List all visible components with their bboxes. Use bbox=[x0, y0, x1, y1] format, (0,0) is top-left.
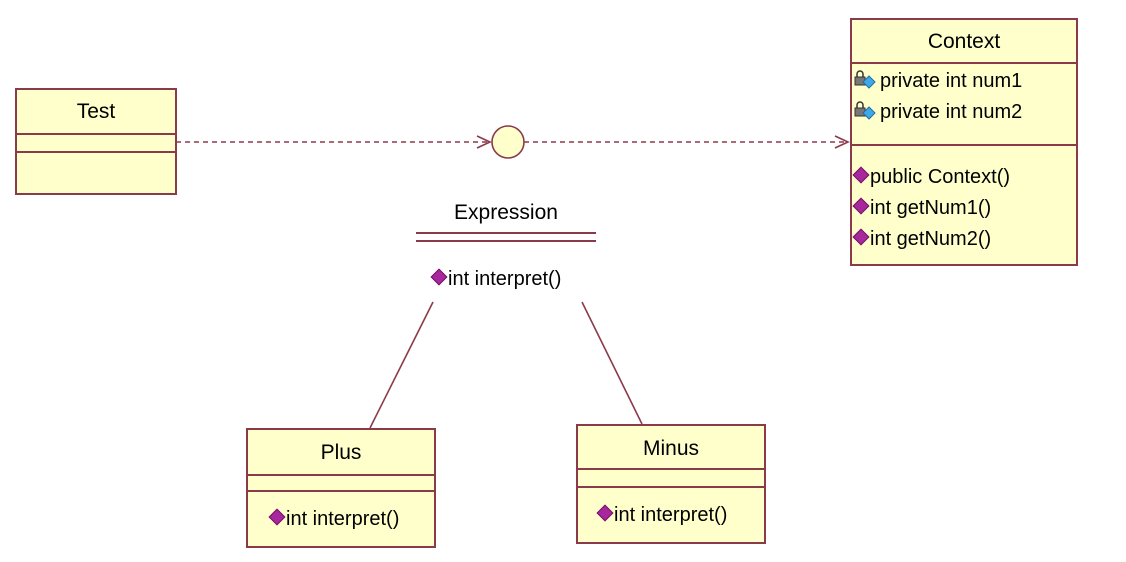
public-operation-icon bbox=[430, 268, 448, 286]
operation-text: int interpret() bbox=[614, 504, 728, 526]
public-operation-icon bbox=[852, 228, 870, 246]
realization-plus[interactable] bbox=[369, 301, 434, 429]
operation-item[interactable]: int getNum1() bbox=[852, 193, 1076, 224]
attribute-text: private int num2 bbox=[880, 101, 1023, 123]
operation-item[interactable]: int interpret() bbox=[578, 500, 764, 531]
operation-text: int getNum1() bbox=[870, 197, 992, 219]
public-operation-icon bbox=[852, 166, 870, 184]
attributes-compartment bbox=[248, 474, 434, 490]
attributes-compartment bbox=[578, 468, 764, 486]
private-attribute-icon bbox=[854, 70, 876, 89]
operation-item[interactable]: int getNum2() bbox=[852, 224, 1076, 255]
attributes-compartment bbox=[17, 133, 175, 151]
operation-text: int interpret() bbox=[286, 508, 400, 530]
operations-compartment: int interpret() bbox=[416, 242, 596, 295]
operations-compartment bbox=[17, 151, 175, 193]
class-name: Context bbox=[927, 30, 1001, 53]
class-minus[interactable]: Minus int interpret() bbox=[576, 424, 766, 544]
public-operation-icon bbox=[268, 508, 286, 526]
operation-item[interactable]: int interpret() bbox=[430, 264, 596, 295]
realization-minus[interactable] bbox=[581, 301, 643, 425]
attribute-text: private int num1 bbox=[880, 70, 1023, 92]
public-operation-icon bbox=[852, 197, 870, 215]
attribute-item[interactable]: private int num2 bbox=[852, 97, 1076, 128]
class-name: Plus bbox=[320, 441, 362, 464]
operations-compartment: int interpret() bbox=[578, 486, 764, 542]
interface-name: Expression bbox=[454, 201, 558, 224]
class-name: Minus bbox=[642, 437, 700, 460]
class-context[interactable]: Context private int num1 private int num… bbox=[850, 18, 1078, 266]
class-plus[interactable]: Plus int interpret() bbox=[246, 428, 436, 548]
operation-item[interactable]: public Context() bbox=[852, 162, 1076, 193]
operation-item[interactable]: int interpret() bbox=[248, 504, 434, 535]
interface-divider bbox=[416, 232, 596, 242]
operations-compartment: int interpret() bbox=[248, 490, 434, 546]
class-name: Test bbox=[76, 100, 116, 123]
operation-text: public Context() bbox=[870, 166, 1011, 188]
private-attribute-icon bbox=[854, 101, 876, 120]
operations-compartment: public Context() int getNum1() int getNu… bbox=[852, 144, 1076, 264]
class-test[interactable]: Test bbox=[15, 88, 177, 195]
operation-text: int interpret() bbox=[448, 268, 562, 290]
attribute-item[interactable]: private int num1 bbox=[852, 66, 1076, 97]
attributes-compartment: private int num1 private int num2 bbox=[852, 62, 1076, 144]
expression-lollipop[interactable] bbox=[491, 125, 525, 159]
interface-expression[interactable]: Expression int interpret() bbox=[416, 198, 596, 295]
public-operation-icon bbox=[596, 504, 614, 522]
operation-text: int getNum2() bbox=[870, 228, 992, 250]
